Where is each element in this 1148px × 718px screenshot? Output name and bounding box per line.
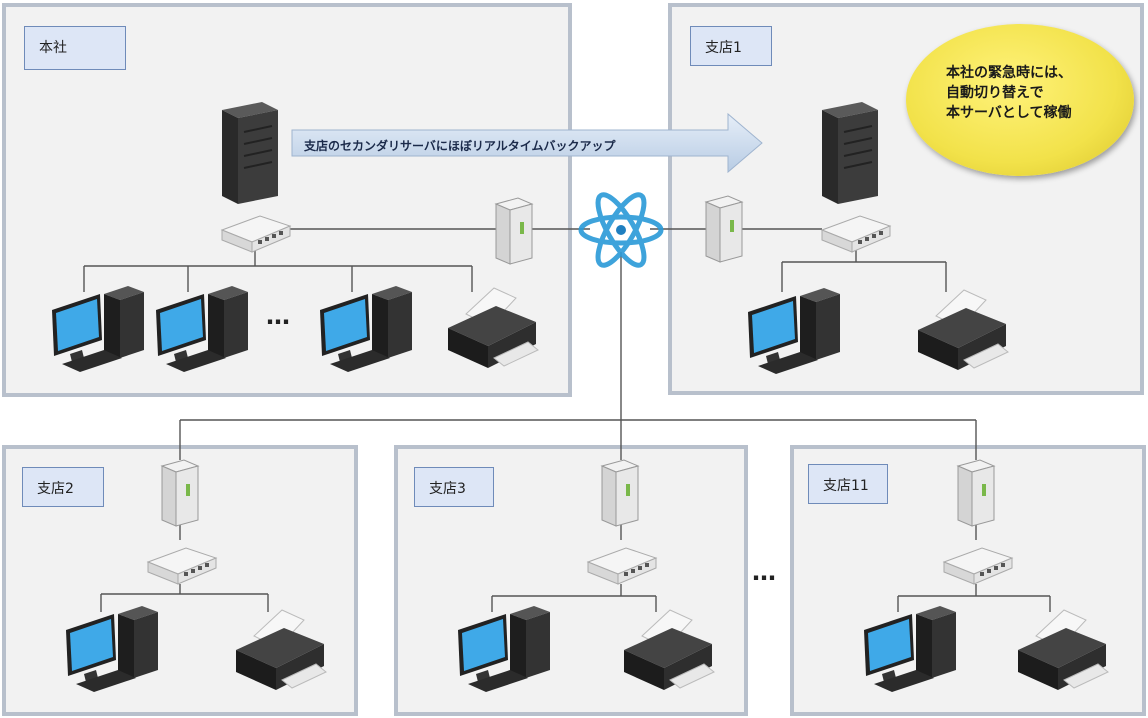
office-label-branch-11: 支店11	[808, 464, 888, 504]
router-icon	[704, 195, 744, 263]
printer-icon	[918, 289, 1009, 370]
office-label-hq: 本社	[24, 26, 126, 70]
server-icon	[822, 102, 878, 204]
failover-note-line-3: 本サーバとして稼働	[946, 105, 1072, 121]
router-icon	[160, 459, 200, 527]
ellipsis-hq-pcs: …	[266, 302, 291, 330]
desktop-pc-icon	[458, 606, 550, 692]
desktop-pc-icon	[320, 286, 412, 372]
router-icon	[494, 197, 534, 265]
network-hub-icon	[578, 192, 664, 268]
printer-icon	[448, 287, 539, 368]
desktop-pc-icon	[156, 286, 248, 372]
office-label-branch-1: 支店1	[690, 26, 772, 66]
switch-icon	[820, 215, 892, 253]
backup-arrow	[291, 112, 763, 174]
ellipsis-branches: …	[752, 558, 777, 586]
desktop-pc-icon	[52, 286, 144, 372]
switch-icon	[220, 215, 292, 253]
desktop-pc-icon	[864, 606, 956, 692]
desktop-pc-icon	[748, 288, 840, 374]
printer-icon	[236, 609, 327, 690]
failover-note-line-2: 自動切り替えで	[946, 85, 1044, 101]
server-icon	[222, 102, 278, 204]
printer-icon	[624, 609, 715, 690]
failover-note: 本社の緊急時には、 自動切り替えで 本サーバとして稼働	[906, 24, 1134, 176]
backup-arrow-label: 支店のセカンダリサーバにほぼリアルタイムバックアップ	[304, 139, 616, 153]
switch-icon	[942, 547, 1014, 585]
router-icon	[956, 459, 996, 527]
printer-icon	[1018, 609, 1109, 690]
switch-icon	[146, 547, 218, 585]
office-label-branch-3: 支店3	[414, 467, 494, 507]
desktop-pc-icon	[66, 606, 158, 692]
router-icon	[600, 459, 640, 527]
failover-note-line-1: 本社の緊急時には、	[946, 65, 1072, 81]
office-label-branch-2: 支店2	[22, 467, 104, 507]
switch-icon	[586, 547, 658, 585]
